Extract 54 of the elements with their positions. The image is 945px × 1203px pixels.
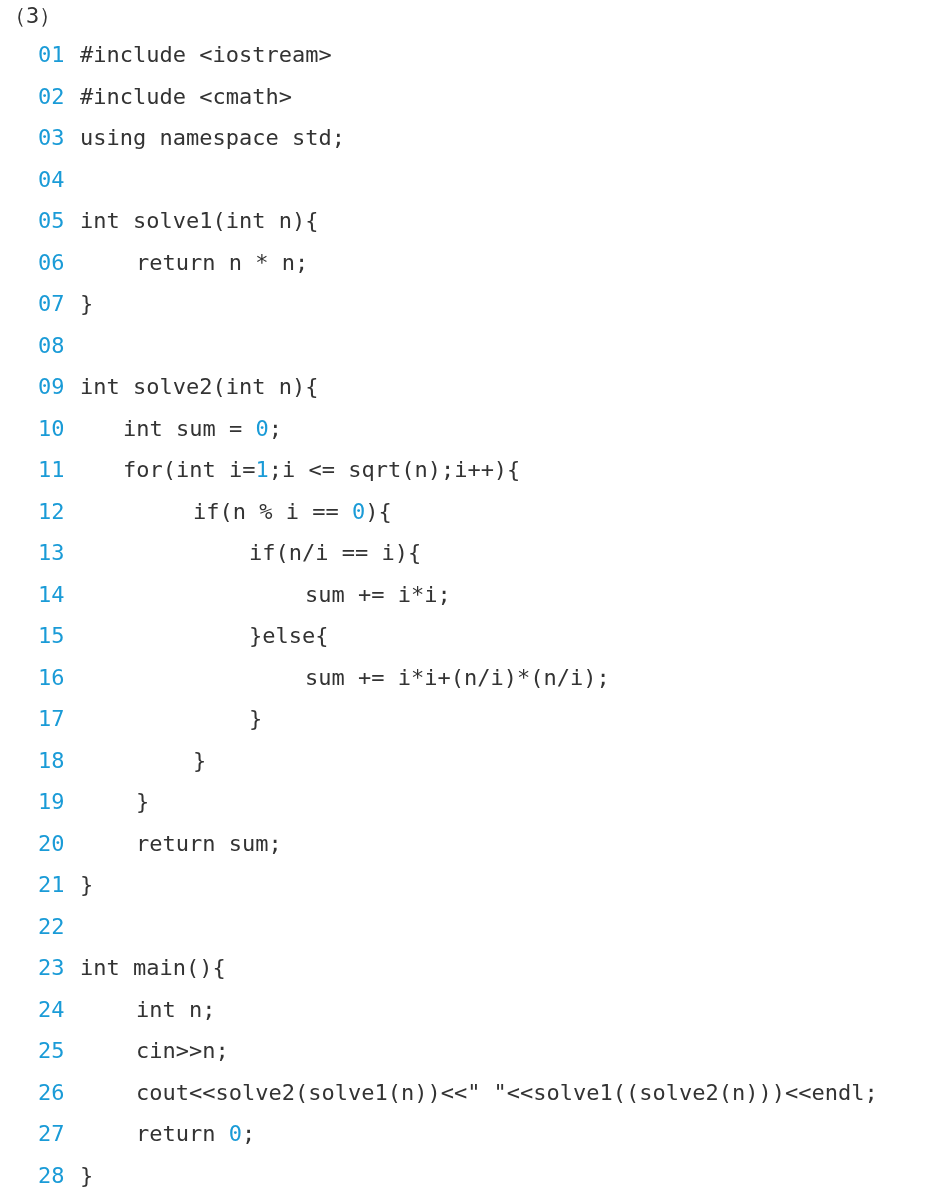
line-number: 01 [38, 41, 65, 69]
code-line: } [193, 746, 207, 775]
code-line: for(int i=1;i <= sqrt(n);i++){ [123, 456, 521, 484]
code-line: int main(){ [80, 954, 226, 982]
code-line: } [80, 871, 94, 899]
line-number: 17 [38, 705, 65, 733]
line-number: 18 [38, 746, 65, 775]
line-number: 02 [38, 82, 65, 111]
line-number: 04 [38, 165, 65, 194]
line-number: 14 [38, 580, 65, 609]
code-line: if(n % i == 0){ [193, 497, 392, 526]
line-number: 08 [38, 331, 65, 360]
line-number: 20 [38, 829, 65, 858]
code-line: int solve2(int n){ [80, 373, 319, 401]
code-line: }else{ [249, 622, 329, 650]
line-number: 16 [38, 663, 65, 692]
code-line: return sum; [136, 829, 282, 858]
line-number: 11 [38, 456, 65, 484]
line-number: 28 [38, 1161, 65, 1190]
line-number: 03 [38, 124, 65, 152]
code-line: } [136, 788, 150, 816]
code-line: #include <iostream> [80, 41, 332, 69]
code-line: sum += i*i+(n/i)*(n/i); [305, 663, 610, 692]
code-line: cout<<solve2(solve1(n))<<" "<<solve1((solve2(n)))<<endl; [136, 1078, 878, 1107]
code-line: } [80, 1161, 94, 1190]
line-number: 23 [38, 954, 65, 982]
code-line: return n * n; [136, 248, 309, 277]
code-line: int n; [136, 995, 216, 1024]
line-number: 25 [38, 1037, 65, 1065]
code-line: int solve1(int n){ [80, 207, 319, 235]
line-number: 12 [38, 497, 65, 526]
line-number: 26 [38, 1078, 65, 1107]
code-line: if(n/i == i){ [249, 539, 422, 567]
line-number: 05 [38, 207, 65, 235]
code-line: } [249, 705, 263, 733]
line-number: 27 [38, 1120, 65, 1148]
code-line: return 0; [136, 1120, 256, 1148]
line-number: 13 [38, 539, 65, 567]
line-number: 21 [38, 871, 65, 899]
line-number: 09 [38, 373, 65, 401]
line-number: 15 [38, 622, 65, 650]
code-line: int sum = 0; [123, 414, 282, 443]
line-number: 06 [38, 248, 65, 277]
code-line: #include <cmath> [80, 82, 292, 111]
question-number: （3） [4, 2, 62, 30]
line-number: 19 [38, 788, 65, 816]
code-line: cin>>n; [136, 1037, 229, 1065]
line-number: 07 [38, 290, 65, 318]
line-number: 24 [38, 995, 65, 1024]
code-line: sum += i*i; [305, 580, 451, 609]
line-number: 22 [38, 912, 65, 941]
code-line: } [80, 290, 94, 318]
code-line: using namespace std; [80, 124, 345, 152]
line-number: 10 [38, 414, 65, 443]
